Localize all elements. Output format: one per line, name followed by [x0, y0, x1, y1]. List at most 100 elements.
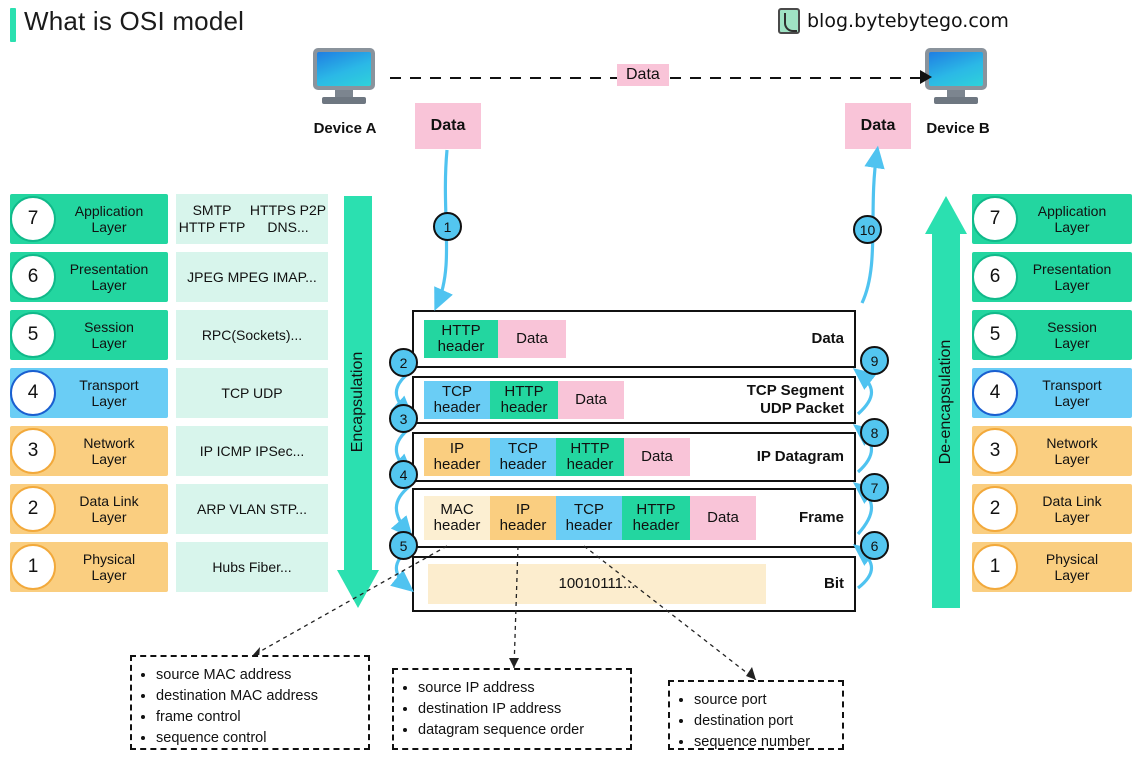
osi-layer-number-right-3: 3 [972, 428, 1018, 474]
step-badge-6: 6 [860, 531, 889, 560]
osi-protocols-6: JPEG MPEG IMAP... [176, 252, 328, 302]
detail-item: sequence number [694, 732, 832, 753]
encapsulation-arrow: Encapsulation [337, 196, 379, 608]
osi-layer-number-7: 7 [10, 196, 56, 242]
osi-protocols-4: TCP UDP [176, 368, 328, 418]
osi-layer-number-5: 5 [10, 312, 56, 358]
osi-layer-number-4: 4 [10, 370, 56, 416]
title-accent-bar [10, 8, 16, 42]
detail-item: frame control [156, 707, 358, 728]
deencapsulation-label: De-encapsulation [937, 339, 954, 465]
pdu-name-4: Frame [798, 509, 844, 526]
step-badge-1: 1 [433, 212, 462, 241]
deencapsulation-arrow: De-encapsulation [925, 196, 967, 608]
bytebytego-logo-icon [778, 8, 800, 34]
step-badge-7: 7 [860, 473, 889, 502]
step-badge-10: 10 [853, 215, 882, 244]
pdu-name-5: Bit [824, 575, 844, 592]
monitor-base [934, 97, 978, 104]
osi-layer-number-right-4: 4 [972, 370, 1018, 416]
link-data-chip: Data [617, 64, 669, 86]
brand-watermark: blog.bytebytego.com [778, 8, 1009, 34]
osi-layer-number-right-2: 2 [972, 486, 1018, 532]
osi-layer-number-right-6: 6 [972, 254, 1018, 300]
pdu-row-5: 10010111...Bit [412, 556, 856, 612]
osi-protocols-2: ARP VLAN STP... [176, 484, 328, 534]
osi-protocols-5: RPC(Sockets)... [176, 310, 328, 360]
detail-item: destination IP address [418, 699, 620, 720]
monitor-base [322, 97, 366, 104]
pdu-name-1: Data [811, 330, 844, 347]
monitor-screen [925, 48, 987, 90]
mac-header-detail-box: source MAC addressdestination MAC addres… [130, 655, 370, 750]
osi-layer-number-1: 1 [10, 544, 56, 590]
pdu-name-3: IP Datagram [756, 448, 844, 465]
device-a-label: Device A [313, 120, 377, 137]
osi-layer-number-3: 3 [10, 428, 56, 474]
data-block-sender: Data [415, 103, 481, 149]
osi-layer-number-2: 2 [10, 486, 56, 532]
detail-item: sequence control [156, 728, 358, 749]
device-b-label: Device B [926, 120, 990, 137]
osi-layer-number-right-7: 7 [972, 196, 1018, 242]
pdu-segment-data: Data [558, 381, 624, 419]
detail-item: destination MAC address [156, 686, 358, 707]
step-badge-2: 2 [389, 348, 418, 377]
device-a-monitor-icon [313, 48, 375, 104]
osi-layer-number-right-5: 5 [972, 312, 1018, 358]
pdu-segment-data: Data [498, 320, 566, 358]
osi-protocols-1: Hubs Fiber... [176, 542, 328, 592]
pdu-segment-data: Data [690, 496, 756, 540]
step-badge-5: 5 [389, 531, 418, 560]
pdu-segment-data: Data [624, 438, 690, 476]
step-badge-3: 3 [389, 404, 418, 433]
detail-item: source MAC address [156, 665, 358, 686]
step-badge-9: 9 [860, 346, 889, 375]
detail-item: destination port [694, 711, 832, 732]
step-badge-8: 8 [860, 418, 889, 447]
